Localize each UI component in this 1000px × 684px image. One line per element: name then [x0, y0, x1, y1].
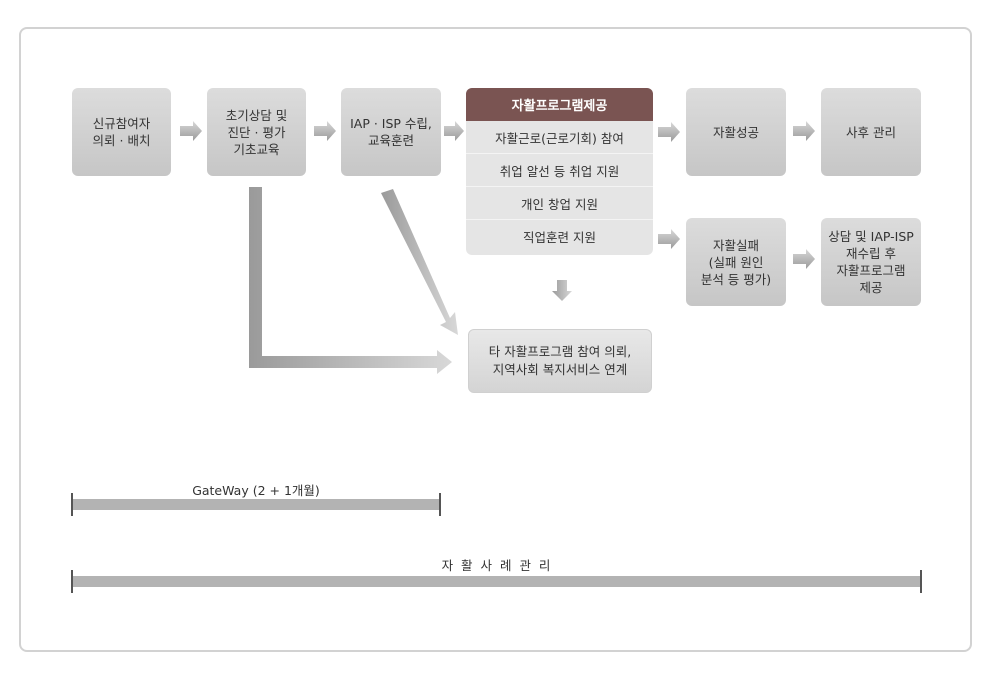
box-initial-counseling: 초기상담 및 진단 · 평가 기초교육: [207, 88, 306, 176]
box-followup: 사후 관리: [821, 88, 921, 176]
program-item: 자활근로(근로기회) 참여: [466, 121, 653, 154]
gateway-bar: [72, 499, 440, 510]
arrow-program-to-referral: [552, 280, 572, 301]
program-item: 개인 창업 지원: [466, 187, 653, 220]
program-box: 자활프로그램제공 자활근로(근로기회) 참여 취업 알선 등 취업 지원 개인 …: [466, 88, 653, 255]
box-failure: 자활실패 (실패 원인 분석 등 평가): [686, 218, 786, 306]
case-management-label: 자 활 사 례 관 리: [441, 558, 553, 573]
gateway-cap-left: [71, 493, 73, 516]
arrow-success-to-followup: [793, 121, 815, 141]
case-management-cap-left: [71, 570, 73, 593]
gateway-cap-right: [439, 493, 441, 516]
arrow-iap-to-program: [444, 121, 464, 141]
box-participant: 신규참여자 의뢰 · 배치: [72, 88, 171, 176]
arrow-initial-to-iap: [314, 121, 336, 141]
box-iap-isp: IAP · ISP 수립, 교육훈련: [341, 88, 441, 176]
arrow-failure-to-recounsel: [793, 249, 815, 269]
box-success: 자활성공: [686, 88, 786, 176]
program-item: 직업훈련 지원: [523, 230, 596, 245]
box-referral: 타 자활프로그램 참여 의뢰, 지역사회 복지서비스 연계: [468, 329, 652, 393]
arrow-program-to-success: [658, 122, 680, 142]
gateway-label: GateWay (2 + 1개월): [192, 483, 320, 498]
arrow-program-to-failure: [658, 229, 680, 249]
program-title: 자활프로그램제공: [466, 88, 653, 121]
program-item: 취업 알선 등 취업 지원: [466, 154, 653, 187]
arrow-initial-to-referral: [249, 187, 452, 374]
case-management-cap-right: [920, 570, 922, 593]
box-recounsel: 상담 및 IAP-ISP 재수립 후 자활프로그램 제공: [821, 218, 921, 306]
arrow-iap-to-referral: [381, 189, 458, 335]
arrow-participant-to-initial: [180, 121, 202, 141]
case-management-bar: [72, 576, 922, 587]
